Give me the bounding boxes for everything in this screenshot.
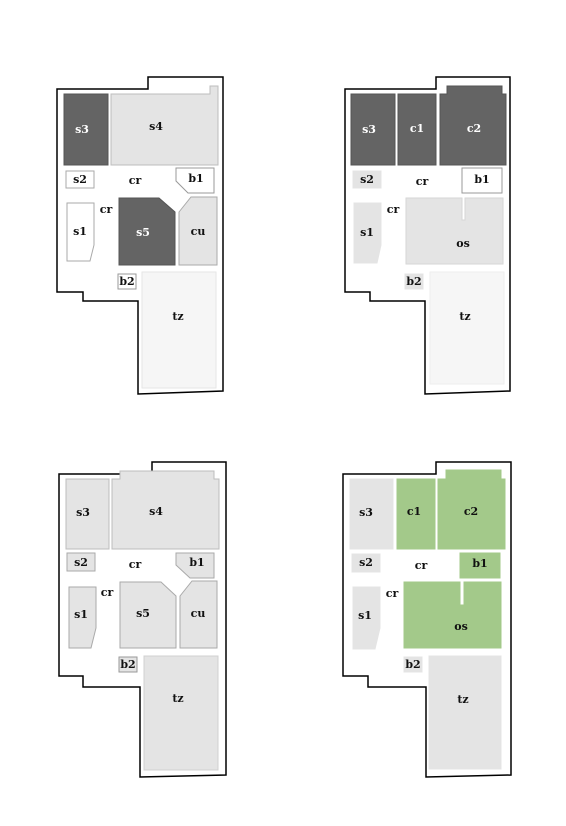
room-tz <box>143 655 219 771</box>
label-s3: s3 <box>75 123 89 136</box>
label-c2: c2 <box>464 505 478 518</box>
label-s2: s2 <box>360 173 374 186</box>
room-s2 <box>351 553 381 573</box>
room-s1 <box>352 586 381 650</box>
room-s2 <box>65 170 95 189</box>
label-s2: s2 <box>359 556 373 569</box>
building-outline <box>58 461 227 778</box>
label-os: os <box>454 620 468 633</box>
room-s5 <box>119 581 177 649</box>
room-s2 <box>352 170 382 189</box>
room-b2 <box>404 273 424 290</box>
label-tz: tz <box>172 310 183 323</box>
label-cr: cr <box>129 558 142 571</box>
room-cu <box>179 580 218 649</box>
label-cr-corridor: cr <box>101 586 114 599</box>
room-s1 <box>66 202 95 262</box>
label-s1: s1 <box>358 609 372 622</box>
label-b2: b2 <box>119 275 134 288</box>
panel-top-right: s3 c1 c2 s2 cr b1 cr s1 os b2 tz <box>344 76 511 395</box>
room-tz <box>141 271 217 389</box>
room-b1 <box>175 552 215 579</box>
label-cu: cu <box>191 607 206 620</box>
label-tz: tz <box>459 310 470 323</box>
room-tz <box>428 655 502 770</box>
label-tz: tz <box>172 692 183 705</box>
room-b2 <box>117 273 137 290</box>
room-os <box>403 581 502 649</box>
room-s3 <box>349 478 394 550</box>
label-cr: cr <box>416 175 429 188</box>
room-c1 <box>396 478 436 550</box>
label-tz: tz <box>457 693 468 706</box>
label-cu: cu <box>191 225 206 238</box>
label-s5: s5 <box>136 607 150 620</box>
room-s2 <box>66 552 96 572</box>
room-tz <box>429 271 505 385</box>
label-c2: c2 <box>467 122 481 135</box>
label-b1: b1 <box>188 172 203 185</box>
room-s4 <box>111 470 220 550</box>
room-c2 <box>439 85 507 166</box>
label-b2: b2 <box>406 275 421 288</box>
room-cu <box>178 196 218 266</box>
room-b2 <box>403 656 423 673</box>
label-b1: b1 <box>472 557 487 570</box>
room-s1 <box>353 202 382 264</box>
label-cr-corridor: cr <box>386 587 399 600</box>
label-b1: b1 <box>474 173 489 186</box>
label-s1: s1 <box>74 608 88 621</box>
room-b1 <box>175 167 215 194</box>
label-cr-corridor: cr <box>100 203 113 216</box>
room-s3 <box>350 93 396 166</box>
room-s3 <box>65 478 110 550</box>
label-s3: s3 <box>359 506 373 519</box>
room-os <box>405 197 504 265</box>
room-s5 <box>118 197 176 266</box>
label-c1: c1 <box>407 505 421 518</box>
label-cr: cr <box>415 559 428 572</box>
room-s4 <box>110 85 219 166</box>
label-s4: s4 <box>149 505 163 518</box>
room-b1 <box>461 167 503 194</box>
building-outline <box>344 76 511 395</box>
label-s3: s3 <box>76 506 90 519</box>
panel-bottom-left: s3 s4 s2 cr b1 cr s1 s5 cu b2 tz <box>58 461 227 778</box>
room-c1 <box>397 93 437 166</box>
label-s1: s1 <box>360 226 374 239</box>
panel-top-left: s3 s4 s2 cr b1 cr s1 s5 cu b2 tz <box>56 76 224 395</box>
label-s4: s4 <box>149 120 163 133</box>
room-b1 <box>459 552 501 579</box>
panel-bottom-right: s3 c1 c2 s2 cr b1 cr s1 os b2 tz <box>342 461 512 778</box>
label-os: os <box>456 237 470 250</box>
label-s2: s2 <box>73 173 87 186</box>
label-b2: b2 <box>405 658 420 671</box>
room-b2 <box>118 656 138 673</box>
room-c2 <box>437 469 506 550</box>
label-s1: s1 <box>73 225 87 238</box>
label-cr-corridor: cr <box>387 203 400 216</box>
label-b1: b1 <box>189 556 204 569</box>
label-s5: s5 <box>136 226 150 239</box>
room-s1 <box>68 586 97 649</box>
label-cr: cr <box>129 174 142 187</box>
label-s2: s2 <box>74 556 88 569</box>
label-c1: c1 <box>410 122 424 135</box>
label-b2: b2 <box>120 658 135 671</box>
building-outline <box>56 76 224 395</box>
label-s3: s3 <box>362 123 376 136</box>
room-s3 <box>63 93 109 166</box>
building-outline <box>342 461 512 778</box>
